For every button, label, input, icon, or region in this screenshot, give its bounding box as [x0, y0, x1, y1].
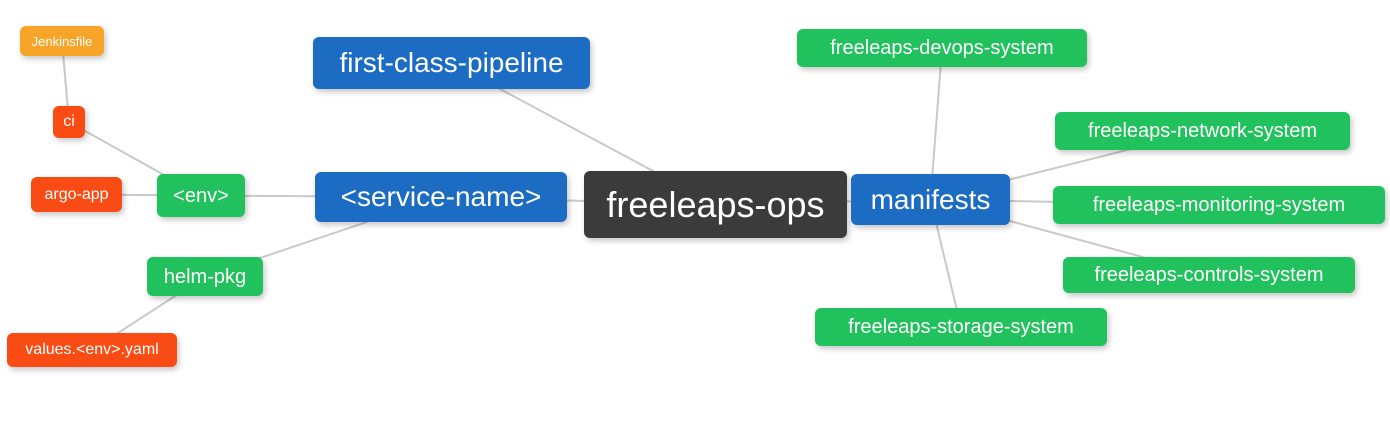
node-ci[interactable]: ci [53, 106, 85, 138]
node-argo-app[interactable]: argo-app [31, 177, 122, 212]
node-freeleaps-monitoring-system[interactable]: freeleaps-monitoring-system [1053, 186, 1385, 224]
node-freeleaps-ops[interactable]: freeleaps-ops [584, 171, 847, 238]
node-helm-pkg[interactable]: helm-pkg [147, 257, 263, 296]
node-first-class-pipeline[interactable]: first-class-pipeline [313, 37, 590, 89]
node-jenkinsfile[interactable]: Jenkinsfile [20, 26, 104, 56]
node-freeleaps-controls-system[interactable]: freeleaps-controls-system [1063, 257, 1355, 293]
node-freeleaps-network-system[interactable]: freeleaps-network-system [1055, 112, 1350, 150]
node-env[interactable]: <env> [157, 174, 245, 217]
node-service-name[interactable]: <service-name> [315, 172, 567, 222]
node-values-env-yaml[interactable]: values.<env>.yaml [7, 333, 177, 367]
node-freeleaps-devops-system[interactable]: freeleaps-devops-system [797, 29, 1087, 67]
node-manifests[interactable]: manifests [851, 174, 1010, 225]
node-freeleaps-storage-system[interactable]: freeleaps-storage-system [815, 308, 1107, 346]
